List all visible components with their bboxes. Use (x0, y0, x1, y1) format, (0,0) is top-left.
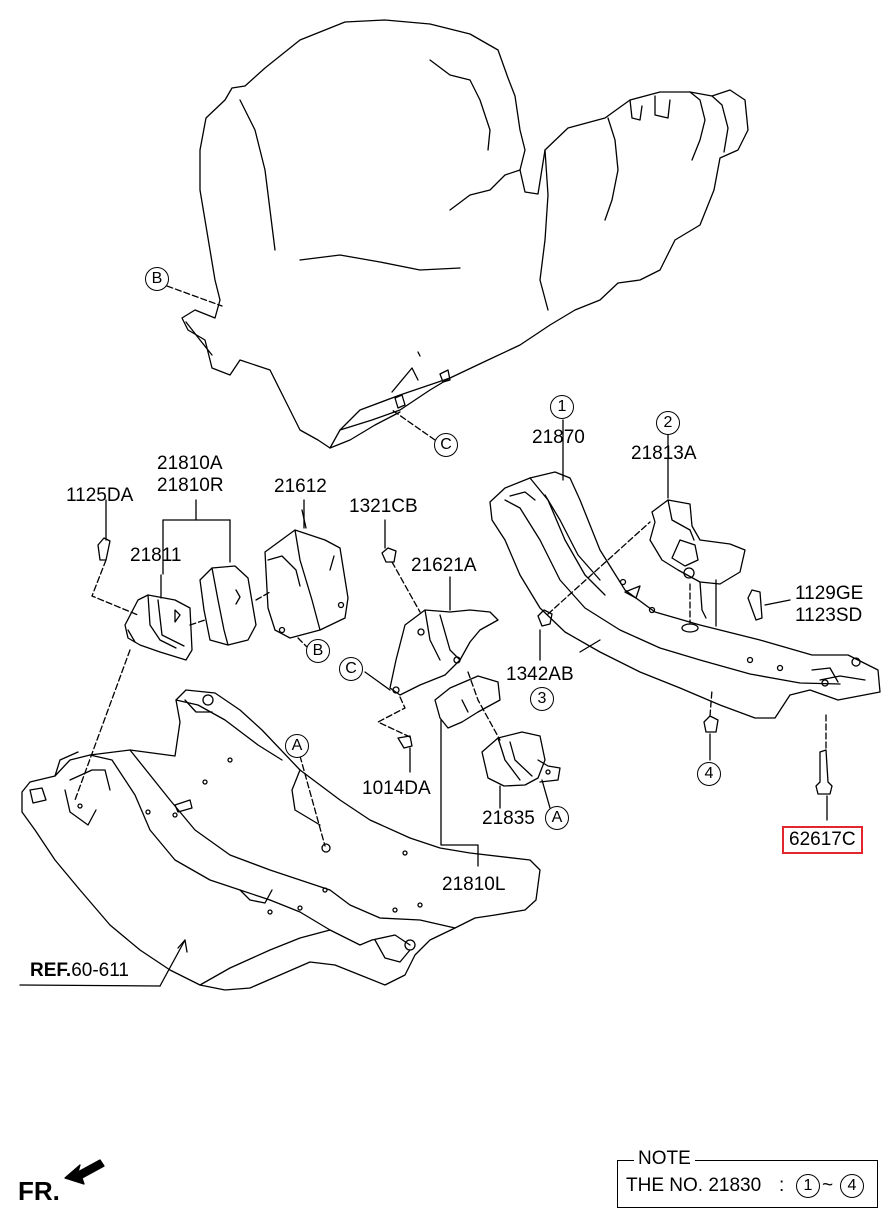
transmission-mount (537, 499, 833, 795)
front-direction-label: FR. (18, 1176, 60, 1206)
reference-prefix: REF. (30, 960, 72, 981)
part-label-21612: 21612 (274, 476, 327, 497)
front-arrow-icon (64, 1159, 105, 1185)
part-label-1125DA: 1125DA (66, 485, 134, 506)
part-label-1014DA: 1014DA (362, 778, 431, 799)
part-label-21810A: 21810A (157, 453, 223, 474)
callout-B-mount: B (306, 639, 330, 663)
part-label-21621A: 21621A (411, 555, 477, 576)
part-label-21835: 21835 (482, 808, 535, 829)
part-label-1321CB: 1321CB (349, 496, 418, 517)
reference-number: 60-611 (71, 960, 129, 981)
crossmember (489, 471, 881, 719)
note-tilde: ~ (822, 1175, 834, 1196)
reference-label: REF.60-611 (30, 961, 129, 981)
part-label-21813A: 21813A (631, 443, 697, 464)
note-colon: : (779, 1175, 785, 1196)
callout-4: 4 (697, 762, 721, 786)
subframe (21, 689, 541, 991)
part-label-21870: 21870 (532, 427, 585, 448)
note-box (617, 1160, 878, 1208)
part-label-21811: 21811 (130, 545, 182, 566)
part-label-21810R: 21810R (157, 475, 224, 496)
engine-mount-left (381, 547, 561, 787)
note-range-start: 1 (796, 1174, 820, 1198)
engine-mount-right (97, 509, 349, 661)
note-title: NOTE (634, 1149, 695, 1169)
part-label-1123SD: 1123SD (795, 605, 863, 626)
part-label-1129GE: 1129GE (795, 583, 864, 604)
engine-assembly (181, 19, 749, 449)
callout-C-bracket: C (339, 657, 363, 681)
callout-2: 2 (656, 411, 680, 435)
leader-lines (19, 285, 828, 987)
callout-C-engine: C (434, 433, 458, 457)
part-label-1342AB: 1342AB (506, 664, 574, 685)
callout-A-mount: A (545, 806, 569, 830)
callout-3: 3 (530, 687, 554, 711)
note-range-end: 4 (840, 1174, 864, 1198)
callout-A-subframe: A (285, 734, 309, 758)
callout-B-engine: B (145, 267, 169, 291)
part-label-21810L: 21810L (442, 874, 506, 895)
callout-1: 1 (550, 395, 574, 419)
part-label-62617C-highlighted: 62617C (782, 826, 863, 854)
note-text: THE NO. 21830 (626, 1175, 762, 1196)
